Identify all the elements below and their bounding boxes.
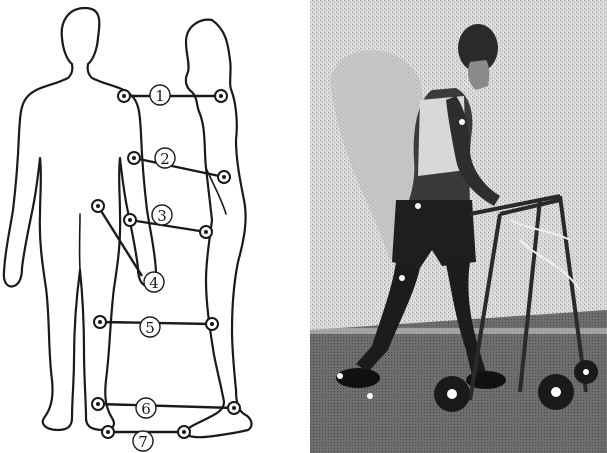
svg-text:7: 7 [138, 433, 148, 451]
marker-dot [102, 426, 114, 438]
human-side-outline-icon [186, 20, 252, 437]
svg-text:5: 5 [145, 319, 155, 337]
leader-2 [134, 158, 224, 177]
marker-dot [178, 426, 190, 438]
marker-label-2: 2 [155, 148, 175, 168]
svg-text:4: 4 [149, 274, 159, 292]
marker-dot [92, 398, 104, 410]
marker-diagram: 1 2 3 4 5 6 7 [4, 8, 252, 451]
marker-labels: 1 2 3 4 5 6 7 [133, 85, 175, 451]
marker-dot [215, 90, 227, 102]
marker-dot [118, 90, 130, 102]
walker-gait-photo [310, 0, 607, 453]
svg-text:2: 2 [160, 150, 170, 168]
svg-text:6: 6 [141, 400, 151, 418]
marker-label-1: 1 [150, 85, 170, 105]
marker-dot [124, 214, 136, 226]
marker-label-4: 4 [144, 272, 164, 292]
marker-dot [92, 200, 104, 212]
marker-label-3: 3 [152, 205, 172, 225]
marker-label-7: 7 [133, 431, 153, 451]
marker-dot [94, 316, 106, 328]
marker-dot [128, 152, 140, 164]
leader-6 [98, 404, 234, 408]
marker-label-5: 5 [140, 317, 160, 337]
marker-dot [218, 171, 230, 183]
marker-dot [200, 226, 212, 238]
marker-label-6: 6 [136, 398, 156, 418]
marker-dot [228, 402, 240, 414]
svg-text:1: 1 [155, 87, 165, 105]
svg-text:3: 3 [157, 207, 167, 225]
marker-dot [206, 318, 218, 330]
marker-dots [92, 90, 240, 438]
